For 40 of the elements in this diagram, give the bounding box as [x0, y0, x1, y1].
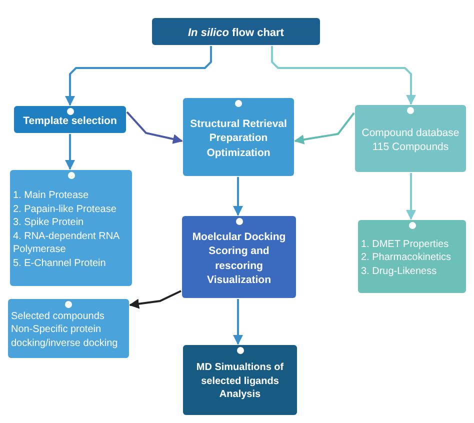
process-box	[183, 98, 294, 176]
node-label: Scoring and rescoring	[208, 244, 270, 273]
list-item: 3. Drug-Likeness	[361, 264, 438, 278]
process-box	[14, 106, 126, 133]
arrow	[233, 177, 243, 216]
node-label: Optimization	[206, 146, 272, 160]
result-box	[8, 299, 129, 358]
list-item: 1. Main Protease	[13, 189, 90, 202]
list-item: 5. E-Channel Protein	[13, 256, 107, 270]
list-item: 1. DMET Properties	[361, 238, 450, 252]
process-box	[355, 105, 466, 172]
arrow	[65, 134, 75, 170]
node-label: In silico flow chart	[187, 26, 285, 40]
list-item: 2. Pharmacokinetics	[361, 251, 452, 265]
arrow	[126, 111, 183, 144]
node-label: Template selection	[22, 114, 118, 128]
arrow	[129, 290, 182, 309]
list-item: 4. RNA-dependent RNA Polymerase	[13, 230, 120, 256]
arrow	[406, 173, 416, 220]
list-box	[358, 220, 466, 293]
node-label: Visualization	[206, 272, 272, 287]
list-item: Non-Specific protein docking/inverse docking	[11, 323, 119, 350]
process-box	[182, 216, 296, 298]
list-box	[10, 170, 132, 286]
node-label: Preparation	[208, 131, 269, 146]
list-item: 3. Spike Protein	[13, 216, 85, 230]
arrow	[271, 46, 416, 105]
list-item: 2. Papain-like Protease	[13, 202, 118, 216]
arrow	[233, 299, 243, 345]
node-label: Structural Retrieval	[189, 117, 288, 132]
process-box	[183, 345, 297, 415]
node-label: MD Simualtions of selected ligands	[195, 361, 285, 388]
node-label: Analysis	[218, 388, 262, 402]
list-item: Selected compounds	[11, 310, 106, 324]
node-label: 115 Compounds	[371, 140, 450, 154]
node-label: Compound database	[360, 126, 460, 140]
title-box	[152, 18, 320, 45]
node-label: Moelcular Docking	[191, 230, 287, 244]
arrow	[65, 46, 212, 106]
arrow	[294, 112, 355, 144]
